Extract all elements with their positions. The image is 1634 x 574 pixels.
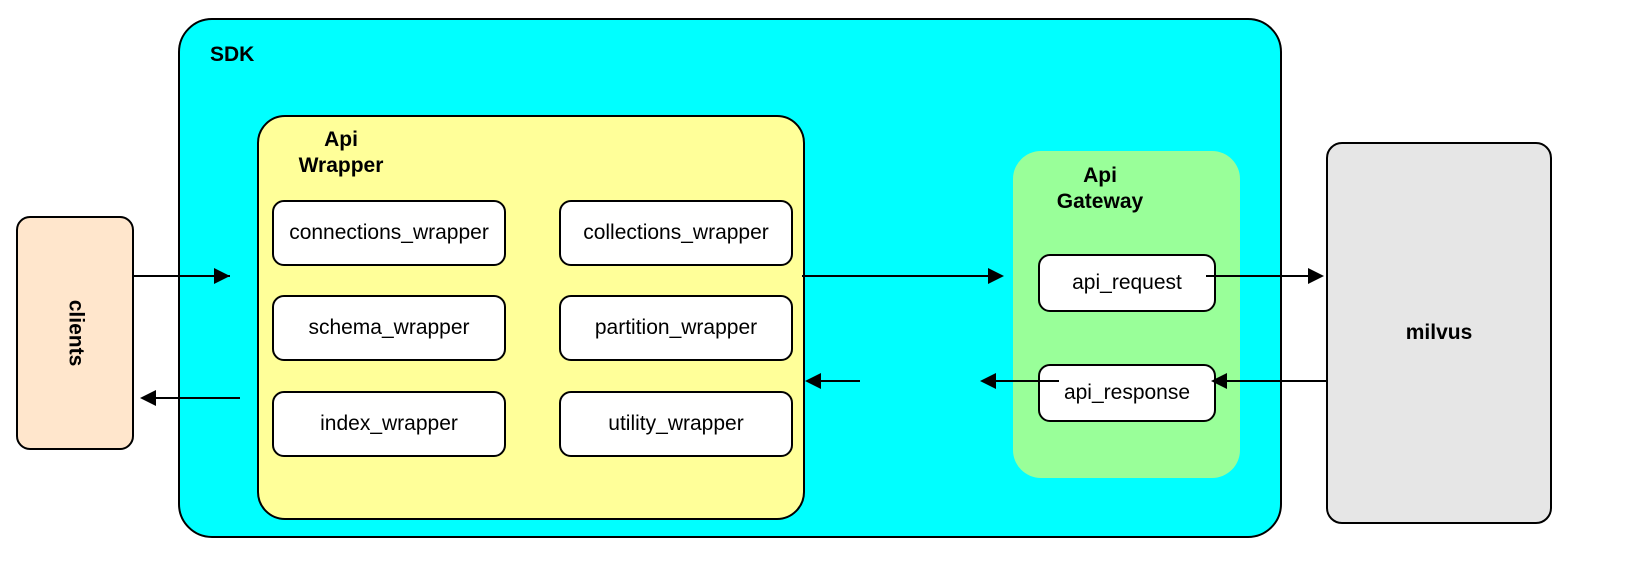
arrowhead-api-response-to-checker	[980, 373, 996, 389]
module-label: api_response	[1063, 381, 1191, 404]
module-api-response[interactable]: api_response	[1038, 364, 1216, 422]
module-label: schema_wrapper	[308, 316, 470, 339]
connector-checker-to-wrapper	[820, 380, 860, 382]
arrowhead-clients-to-sdk	[214, 268, 230, 284]
connector-api-request-to-milvus	[1206, 275, 1312, 277]
connector-wrapper-to-api-request	[802, 275, 990, 277]
module-label: partition_wrapper	[594, 316, 758, 339]
module-label: utility_wrapper	[608, 412, 744, 435]
module-partition-wrapper[interactable]: partition_wrapper	[559, 295, 793, 361]
connector-clients-to-sdk	[134, 275, 230, 277]
api-wrapper-title: Api Wrapper	[298, 128, 384, 178]
module-label: connections_wrapper	[289, 221, 489, 244]
module-collections-wrapper[interactable]: collections_wrapper	[559, 200, 793, 266]
arrowhead-checker-to-wrapper	[805, 373, 821, 389]
module-api-request[interactable]: api_request	[1038, 254, 1216, 312]
arrowhead-milvus-to-api-response	[1211, 373, 1227, 389]
arrowhead-sdk-to-clients	[140, 390, 156, 406]
module-label: collections_wrapper	[583, 221, 769, 244]
connector-milvus-to-api-response	[1226, 380, 1326, 382]
module-index-wrapper[interactable]: index_wrapper	[272, 391, 506, 457]
api-wrapper-container[interactable]: Api Wrapper connections_wrapper collecti…	[257, 115, 805, 520]
module-label: index_wrapper	[320, 412, 458, 435]
arrowhead-api-request-to-milvus	[1308, 268, 1324, 284]
milvus-node[interactable]: milvus	[1326, 142, 1552, 524]
milvus-label: milvus	[1405, 321, 1473, 344]
module-label: api_request	[1072, 271, 1182, 294]
sdk-title: SDK	[210, 43, 255, 66]
module-connections-wrapper[interactable]: connections_wrapper	[272, 200, 506, 266]
clients-label: clients	[64, 299, 87, 367]
api-gateway-title: Api Gateway	[1056, 164, 1144, 214]
clients-node[interactable]: clients	[16, 216, 134, 450]
connector-api-response-to-checker	[995, 380, 1059, 382]
api-gateway-container[interactable]: Api Gateway api_request api_response	[1013, 151, 1240, 478]
arrowhead-wrapper-to-api-request	[988, 268, 1004, 284]
module-utility-wrapper[interactable]: utility_wrapper	[559, 391, 793, 457]
sdk-container[interactable]: SDK Api Wrapper connections_wrapper coll…	[178, 18, 1282, 538]
module-schema-wrapper[interactable]: schema_wrapper	[272, 295, 506, 361]
connector-sdk-to-clients	[155, 397, 240, 399]
